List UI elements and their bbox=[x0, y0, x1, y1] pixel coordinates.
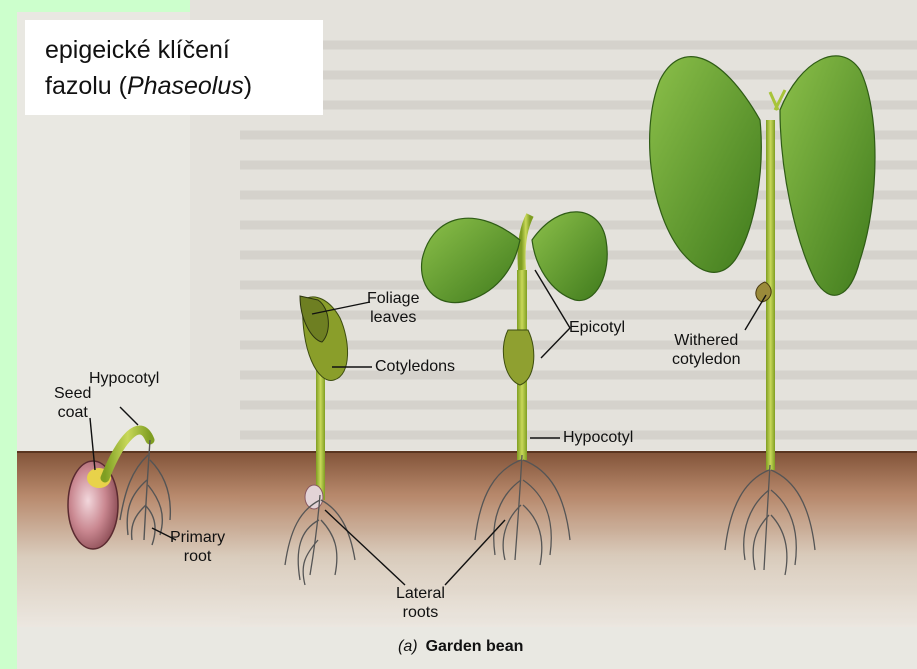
title-line-2: fazolu (Phaseolus) bbox=[45, 68, 323, 104]
label-withered-line2: cotyledon bbox=[672, 350, 741, 369]
label-lateral-line2: roots bbox=[396, 603, 445, 622]
title-line-1: epigeické klíčení bbox=[45, 32, 323, 68]
figure-caption: (a) Garden bean bbox=[398, 638, 523, 656]
caption-text: Garden bean bbox=[426, 638, 524, 655]
label-cotyledons: Cotyledons bbox=[375, 357, 455, 376]
label-foliage-line2: leaves bbox=[367, 308, 419, 327]
label-foliage-line1: Foliage bbox=[367, 289, 419, 308]
label-withered-line1: Withered bbox=[672, 331, 741, 350]
label-primary-root: Primary root bbox=[170, 528, 225, 566]
label-primary-root-line1: Primary bbox=[170, 528, 225, 547]
label-seed-coat: Seed coat bbox=[54, 384, 91, 422]
label-hypocotyl-seed: Hypocotyl bbox=[89, 369, 159, 388]
label-primary-root-line2: root bbox=[170, 547, 225, 566]
label-seed-coat-line2: coat bbox=[54, 403, 91, 422]
title-genus: Phaseolus bbox=[127, 72, 244, 100]
label-lateral-roots: Lateral roots bbox=[396, 584, 445, 622]
label-hypocotyl-plant: Hypocotyl bbox=[563, 428, 633, 447]
caption-letter: (a) bbox=[398, 638, 418, 655]
label-epicotyl: Epicotyl bbox=[569, 318, 625, 337]
label-foliage-leaves: Foliage leaves bbox=[367, 289, 419, 327]
soil bbox=[17, 452, 917, 627]
title-box: epigeické klíčení fazolu (Phaseolus) bbox=[25, 20, 323, 115]
label-seed-coat-line1: Seed bbox=[54, 384, 91, 403]
label-withered-cotyledon: Withered cotyledon bbox=[672, 331, 741, 369]
title-line-2-suffix: ) bbox=[244, 72, 252, 100]
title-line-2-prefix: fazolu ( bbox=[45, 72, 127, 100]
label-lateral-line1: Lateral bbox=[396, 584, 445, 603]
